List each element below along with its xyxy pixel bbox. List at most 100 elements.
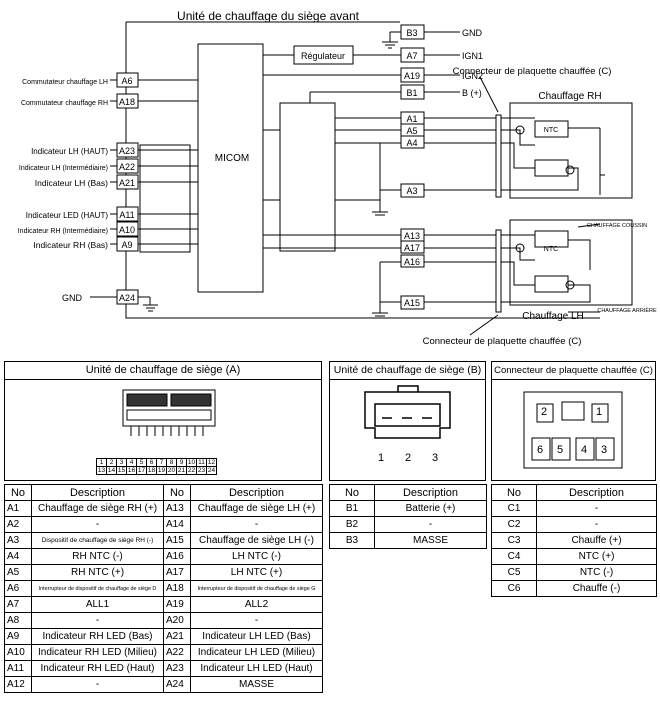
cell: Interrupteur de dispositif de chauffage … — [31, 580, 164, 597]
cell: A11 — [4, 660, 32, 677]
header-no: No — [4, 484, 32, 501]
pin-cell: 21 — [176, 466, 187, 475]
cell: LH NTC (-) — [190, 548, 323, 565]
pin-2: 2 — [405, 452, 412, 464]
cushion-label: CHAUFFAGE COUSSIN — [587, 223, 647, 229]
cell: A3 — [4, 532, 32, 549]
pin-a24: A24 — [119, 293, 135, 303]
connector-a-illustration — [122, 389, 216, 436]
cell: C1 — [491, 500, 537, 517]
pin-a23: A23 — [119, 146, 135, 156]
table-row: C1- — [491, 500, 657, 517]
cell: A21 — [163, 628, 191, 645]
pin-a21: A21 — [119, 178, 135, 188]
pin-cell: 14 — [106, 466, 117, 475]
connector-a-pin-grid: 1 2 3 4 5 6 7 8 9 10 11 12 13 14 15 16 1… — [96, 458, 217, 475]
pin-a9: A9 — [121, 240, 132, 250]
input-lh-low: Indicateur LH (Bas) — [35, 178, 108, 188]
pin-1: 1 — [378, 452, 385, 464]
pin-cell: 8 — [166, 458, 177, 467]
cell: A4 — [4, 548, 32, 565]
input-led-high: Indicateur LED (HAUT) — [26, 211, 109, 220]
cell: B1 — [329, 500, 375, 517]
pin-5: 5 — [557, 444, 564, 456]
cell: A12 — [4, 676, 32, 693]
pin-cell: 3 — [116, 458, 127, 467]
cell: A8 — [4, 612, 32, 629]
regulator-label: Régulateur — [301, 51, 345, 61]
pin-a18: A18 — [119, 97, 135, 107]
cell: A13 — [163, 500, 191, 517]
cell: - — [31, 516, 164, 533]
ntc-rh-label: NTC — [544, 127, 558, 134]
cell: A15 — [163, 532, 191, 549]
pin-cell: 17 — [136, 466, 147, 475]
pin-cell: 9 — [176, 458, 187, 467]
wiring-diagram: Unité de chauffage du siège avant MICOM … — [18, 9, 657, 347]
micom-label: MICOM — [215, 153, 249, 164]
cell: - — [31, 676, 164, 693]
cell: A16 — [163, 548, 191, 565]
input-switch-lh: Commutateur chauffage LH — [22, 79, 108, 86]
table-row: A2-A14- — [4, 516, 323, 533]
connector-a-panel: Unité de chauffage de siège (A) 1 2 3 4 … — [4, 361, 322, 481]
cell: C5 — [491, 564, 537, 581]
pin-6: 6 — [537, 444, 544, 456]
input-gnd: GND — [62, 293, 83, 303]
pin-cell: 18 — [146, 466, 157, 475]
pin-a17: A17 — [404, 243, 420, 253]
cell: A2 — [4, 516, 32, 533]
pin-3: 3 — [432, 452, 439, 464]
cell: Batterie (+) — [374, 500, 487, 517]
cell: RH NTC (+) — [31, 564, 164, 581]
connector-c-panel: Connecteur de plaquette chauffée (C) 2 1… — [491, 361, 656, 481]
pin-cell: 16 — [126, 466, 137, 475]
pin-a5: A5 — [406, 126, 417, 136]
cell: ALL2 — [190, 596, 323, 613]
cell: A20 — [163, 612, 191, 629]
table-row: C2- — [491, 516, 657, 533]
cell: A19 — [163, 596, 191, 613]
connector-c-illustration — [523, 391, 623, 469]
pin-a16: A16 — [404, 257, 420, 267]
input-rh-low: Indicateur RH (Bas) — [33, 240, 108, 250]
output-battery: B (+) — [462, 88, 482, 98]
cell: Indicateur LH LED (Bas) — [190, 628, 323, 645]
cell: MASSE — [374, 532, 487, 549]
cell: C2 — [491, 516, 537, 533]
cell: C3 — [491, 532, 537, 549]
pin-cell: 23 — [196, 466, 207, 475]
connector-b-panel: Unité de chauffage de siège (B) 1 2 3 — [329, 361, 486, 481]
cell: LH NTC (+) — [190, 564, 323, 581]
cell: A9 — [4, 628, 32, 645]
pin-a1: A1 — [406, 114, 417, 124]
pin-cell: 13 — [96, 466, 107, 475]
cell: Interrupteur de dispositif de chauffage … — [190, 580, 323, 597]
pin-cell: 4 — [126, 458, 137, 467]
seat-lh-label: Chauffage LH — [522, 311, 584, 322]
pin-cell: 5 — [136, 458, 147, 467]
connector-b-title: Unité de chauffage de siège (B) — [330, 362, 485, 380]
cell: B2 — [329, 516, 375, 533]
pin-cell: 11 — [196, 458, 207, 467]
pin-a11: A11 — [119, 210, 134, 220]
cell: A18 — [163, 580, 191, 597]
cell: A5 — [4, 564, 32, 581]
header-description: Description — [536, 484, 657, 501]
pin-a10: A10 — [119, 225, 135, 235]
cell: RH NTC (-) — [31, 548, 164, 565]
cell: A6 — [4, 580, 32, 597]
pin-cell: 24 — [206, 466, 217, 475]
cell: - — [536, 500, 657, 517]
cell: Chauffe (+) — [536, 532, 657, 549]
